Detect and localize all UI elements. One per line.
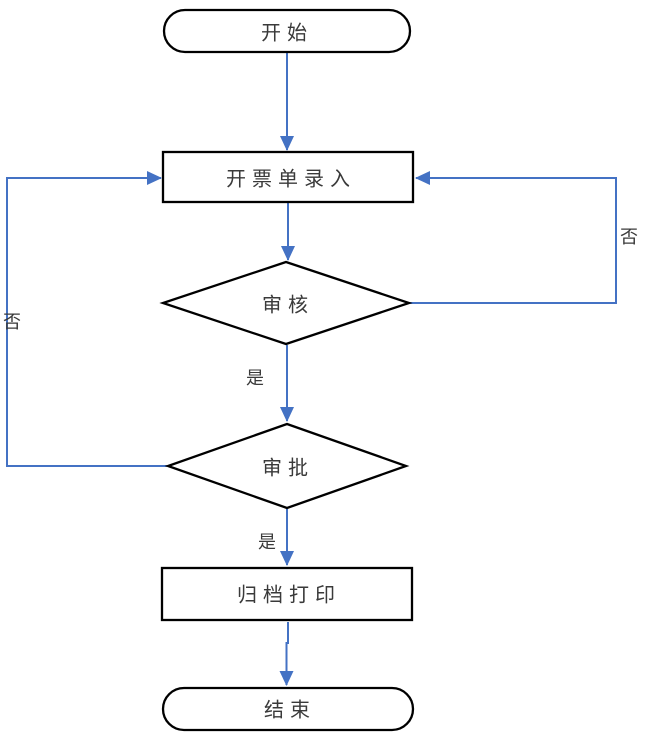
end-terminator-shape: [161, 686, 415, 732]
start-terminator-shape: [162, 8, 412, 54]
archive-node-label: 归档打印: [237, 584, 341, 607]
approve-no-edge-label: 否: [3, 312, 21, 332]
review-no-edge-label: 否: [620, 227, 638, 247]
connector-archive-to-end: [279, 622, 294, 686]
archive-process-shape: [160, 566, 414, 622]
review-yes-edge-label: 是: [246, 368, 264, 388]
approve-decision-shape: [164, 422, 410, 510]
entry-node-label: 开票单录入: [226, 168, 356, 191]
review-node-label: 审核: [262, 294, 314, 317]
entry-process-shape: [161, 150, 415, 204]
approve-yes-edge-label: 是: [258, 532, 276, 552]
start-node-label: 开始: [261, 22, 313, 45]
end-node-label: 结束: [264, 699, 316, 722]
review-decision-shape: [159, 260, 413, 346]
approve-node-label: 审批: [262, 457, 314, 480]
connector-approve-no-to-entry: [6, 171, 167, 467]
connector-review-no-to-entry: [409, 171, 617, 304]
